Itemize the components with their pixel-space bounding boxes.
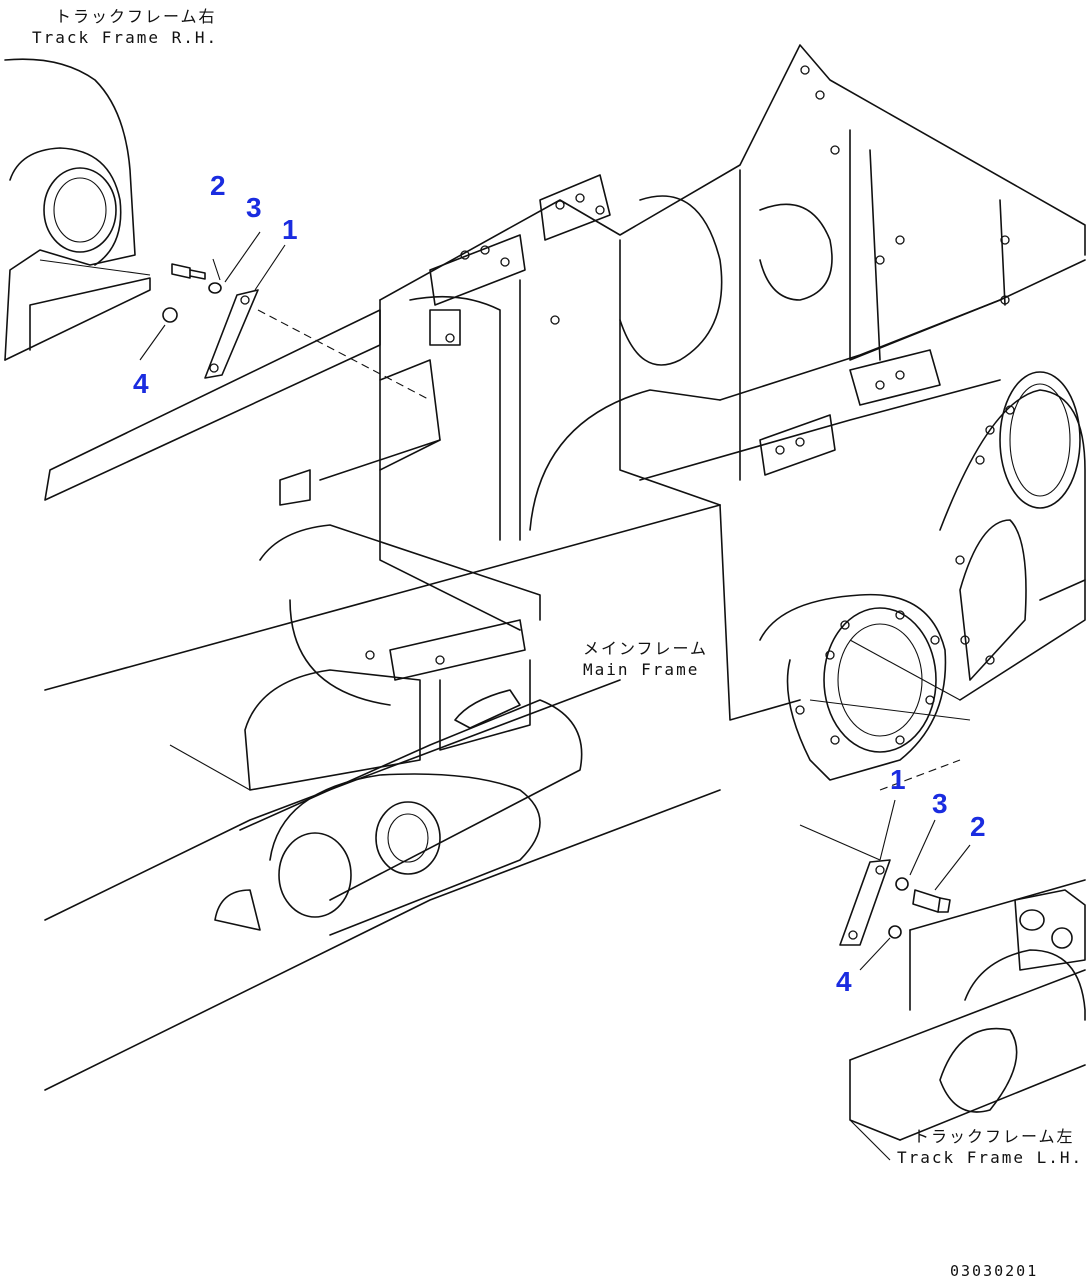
callout-lh-3: 3 [932, 788, 948, 819]
main-frame-label-jp: メインフレーム [583, 639, 709, 658]
drawing-number: 03030201 [950, 1262, 1039, 1280]
callout-lh-1: 1 [890, 764, 906, 795]
rh-fastener-parts [139, 231, 431, 401]
track-frame-lh-label: Track Frame L.H. [897, 1148, 1084, 1167]
track-frame-rh-label-jp: トラックフレーム右 [55, 7, 217, 26]
callout-rh-3: 3 [246, 192, 262, 223]
main-frame-body [44, 44, 1086, 1091]
callout-rh-4: 4 [133, 368, 149, 399]
track-frame-lh-drawing [849, 879, 1086, 1161]
frame-holes [365, 65, 1015, 745]
track-frame-lh-label-jp: トラックフレーム左 [913, 1127, 1075, 1146]
callout-lh-2: 2 [970, 811, 986, 842]
lh-fastener-parts [799, 759, 971, 971]
callout-lh-4: 4 [836, 966, 852, 997]
callout-rh-1: 1 [282, 214, 298, 245]
track-frame-rh-label: Track Frame R.H. [32, 28, 219, 47]
callout-rh-2: 2 [210, 170, 226, 201]
main-frame-label: Main Frame [583, 660, 700, 679]
track-frame-rh-drawing [4, 58, 151, 361]
